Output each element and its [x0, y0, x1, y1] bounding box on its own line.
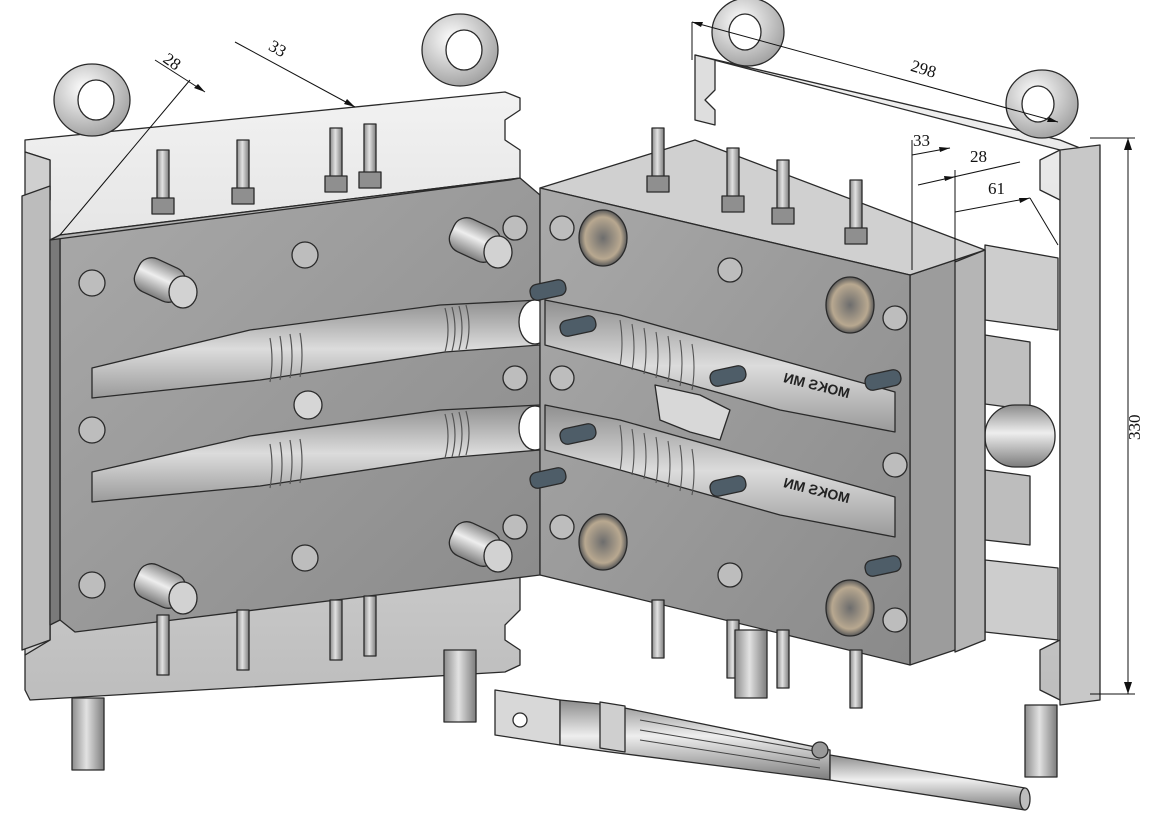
right-leg-front	[1024, 704, 1058, 778]
right-mold-half: MOKS MN MOKS MN	[529, 0, 1101, 778]
right-water-fittings	[646, 127, 868, 709]
right-eyebolts	[711, 0, 1079, 139]
runner-gate	[654, 384, 731, 441]
right-ejector-blocks	[984, 244, 1059, 641]
ejector-pins	[529, 279, 902, 577]
dim-right-330: 330	[1125, 415, 1144, 441]
dim-right-28: 28	[970, 147, 987, 166]
dim-right-33: 33	[913, 131, 930, 150]
sprue-bushing	[984, 404, 1056, 468]
right-guide-bushings	[578, 209, 875, 637]
dim-left-33: 33	[265, 36, 289, 61]
right-cavity-lower	[544, 404, 896, 538]
dim-right-61: 61	[988, 179, 1005, 198]
left-water-fittings	[151, 123, 382, 676]
right-leg-mid	[734, 629, 768, 699]
left-mold-half	[21, 13, 552, 771]
left-screws	[78, 215, 528, 599]
molded-part	[494, 689, 1031, 811]
left-leg-rear	[443, 649, 477, 723]
dim-left-28: 28	[160, 49, 185, 74]
left-guide-pins	[133, 217, 513, 615]
left-leg-front	[71, 697, 105, 771]
right-screws	[549, 215, 908, 633]
right-cavity-upper	[544, 299, 896, 433]
left-eyebolts	[53, 13, 499, 137]
dim-right-298: 298	[909, 56, 939, 82]
